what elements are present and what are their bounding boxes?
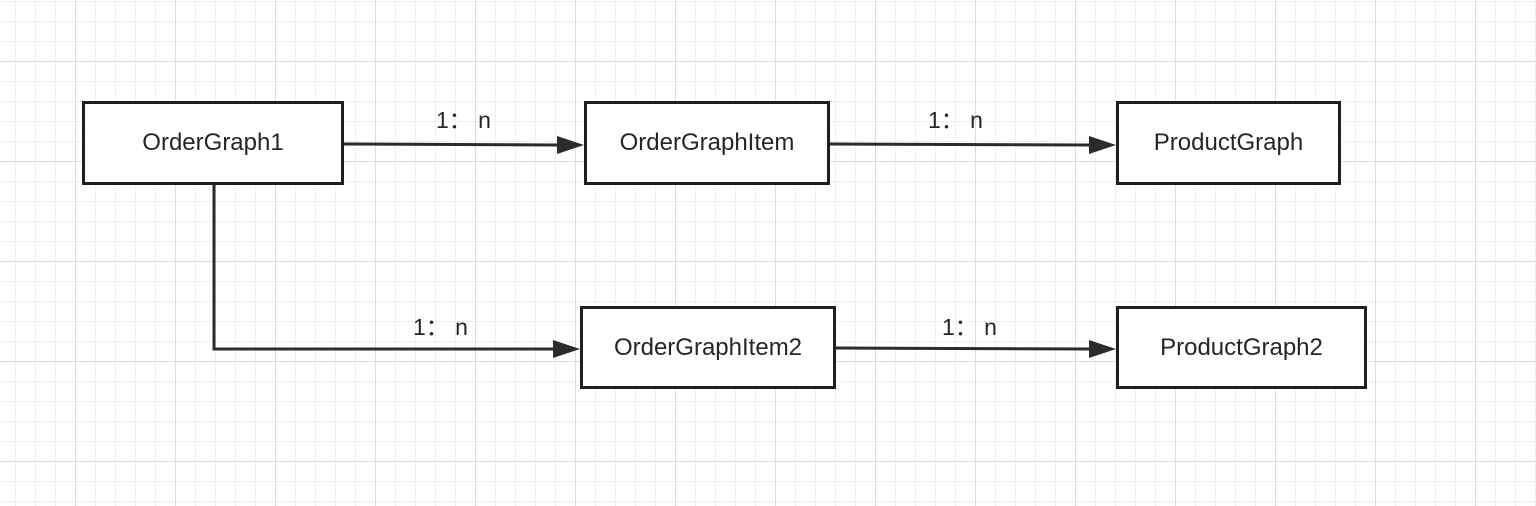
node-product-graph-2[interactable]: ProductGraph2 [1116, 306, 1367, 389]
arrowhead-item2-to-product2 [1089, 340, 1116, 358]
node-order-graph-item[interactable]: OrderGraphItem [584, 101, 830, 185]
node-order-graph-1[interactable]: OrderGraph1 [82, 101, 344, 185]
node-order-graph-item-2[interactable]: OrderGraphItem2 [580, 306, 836, 389]
node-product-graph[interactable]: ProductGraph [1116, 101, 1341, 185]
edge-order1-to-item [342, 142, 559, 147]
edge-item-to-product [828, 142, 1091, 147]
edge-label-order1-to-item2: 1： n [413, 314, 468, 340]
edge-order1-to-item2 [212, 184, 554, 351]
arrowhead-order1-to-item2 [553, 340, 580, 358]
edge-label-item2-to-product2: 1： n [942, 314, 997, 340]
edge-label-item-to-product: 1： n [928, 107, 983, 133]
edge-item2-to-product2 [834, 346, 1091, 351]
arrowhead-order1-to-item [557, 136, 584, 154]
edge-label-order1-to-item: 1： n [436, 107, 491, 133]
arrowhead-item-to-product [1089, 136, 1116, 154]
